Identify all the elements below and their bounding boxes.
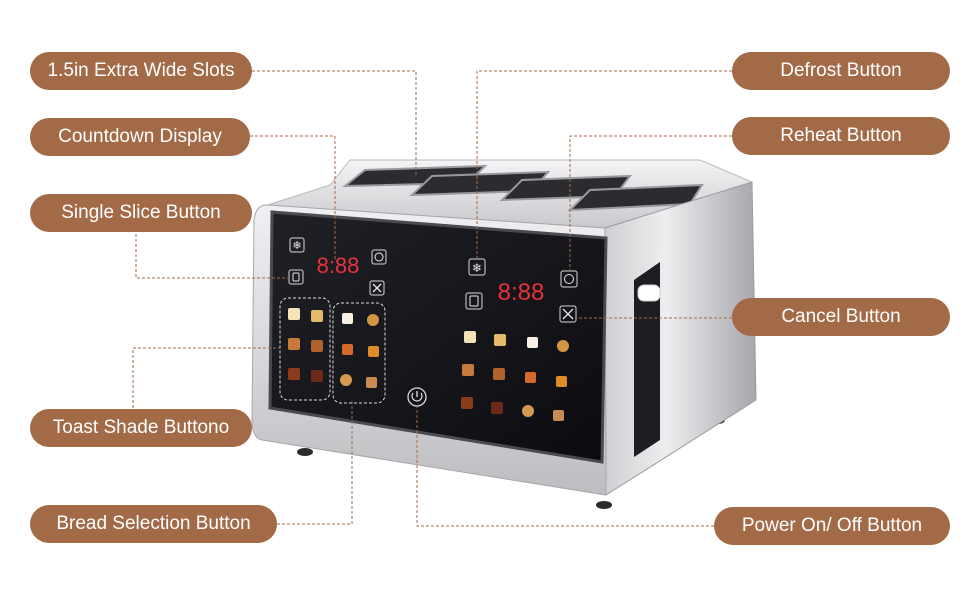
pastry-icon[interactable] bbox=[525, 372, 536, 383]
shade-button[interactable] bbox=[288, 338, 300, 350]
cancel-x-icon[interactable] bbox=[559, 305, 577, 323]
bagel-icon[interactable] bbox=[367, 314, 379, 326]
control-panel bbox=[268, 210, 608, 464]
leader-toast-shade bbox=[132, 347, 282, 408]
label-cancel-button: Cancel Button bbox=[732, 298, 950, 336]
muffin-icon[interactable] bbox=[340, 374, 352, 386]
lever-handle[interactable] bbox=[637, 284, 661, 302]
leader-power bbox=[416, 406, 714, 527]
countdown-display-left: 8:88 bbox=[317, 253, 360, 278]
svg-text:❄: ❄ bbox=[292, 240, 301, 252]
label-countdown-display: Countdown Display bbox=[30, 118, 250, 156]
single-slice-icon[interactable] bbox=[465, 292, 483, 310]
bread-icon[interactable] bbox=[527, 337, 538, 348]
toast-shade-group-left bbox=[279, 297, 331, 401]
waffle-icon[interactable] bbox=[368, 346, 379, 357]
gluten-free-icon[interactable] bbox=[366, 377, 377, 388]
shade-button[interactable] bbox=[491, 402, 503, 414]
bread-type-group-left bbox=[332, 302, 386, 404]
bread-slots bbox=[342, 164, 704, 212]
bagel-icon[interactable] bbox=[557, 340, 569, 352]
label-power-button: Power On/ Off Button bbox=[714, 507, 950, 545]
label-reheat-button: Reheat Button bbox=[732, 117, 950, 155]
label-single-slice-button: Single Slice Button bbox=[30, 194, 252, 232]
reheat-icon[interactable] bbox=[371, 249, 387, 265]
shade-button[interactable] bbox=[288, 368, 300, 380]
left-controls: ❄ 8:88 bbox=[279, 237, 387, 404]
shade-button[interactable] bbox=[288, 308, 300, 320]
pastry-icon[interactable] bbox=[342, 344, 353, 355]
shade-button[interactable] bbox=[493, 368, 505, 380]
label-defrost-button: Defrost Button bbox=[732, 52, 950, 90]
leader-single-slice bbox=[135, 234, 290, 279]
svg-text:❄: ❄ bbox=[472, 261, 482, 275]
single-slice-icon[interactable] bbox=[288, 269, 304, 285]
waffle-icon[interactable] bbox=[556, 376, 567, 387]
toaster-foot bbox=[596, 501, 612, 509]
shade-button[interactable] bbox=[494, 334, 506, 346]
cancel-x-icon[interactable] bbox=[369, 280, 385, 296]
label-toast-shade-button: Toast Shade Buttono bbox=[30, 409, 252, 447]
leader-lines bbox=[132, 70, 732, 527]
snowflake-icon[interactable]: ❄ bbox=[289, 237, 305, 253]
toaster-foot bbox=[297, 448, 313, 456]
label-bread-selection-button: Bread Selection Button bbox=[30, 505, 277, 543]
shade-button[interactable] bbox=[464, 331, 476, 343]
label-slots: 1.5in Extra Wide Slots bbox=[30, 52, 252, 90]
leader-defrost bbox=[476, 70, 732, 260]
shade-button[interactable] bbox=[311, 370, 323, 382]
reheat-icon[interactable] bbox=[560, 270, 578, 288]
leader-bread-selection bbox=[277, 400, 353, 525]
countdown-display-right: 8:88 bbox=[498, 279, 545, 306]
leader-countdown bbox=[250, 135, 336, 260]
shade-button[interactable] bbox=[311, 310, 323, 322]
gluten-free-icon[interactable] bbox=[553, 410, 564, 421]
bread-icon[interactable] bbox=[342, 313, 353, 324]
muffin-icon[interactable] bbox=[522, 405, 534, 417]
shade-button[interactable] bbox=[311, 340, 323, 352]
right-controls: ❄ 8:88 bbox=[461, 258, 578, 421]
leader-reheat bbox=[569, 135, 732, 272]
lever-slot bbox=[634, 262, 660, 457]
shade-button[interactable] bbox=[461, 397, 473, 409]
toaster-side bbox=[604, 181, 757, 496]
shade-button[interactable] bbox=[462, 364, 474, 376]
